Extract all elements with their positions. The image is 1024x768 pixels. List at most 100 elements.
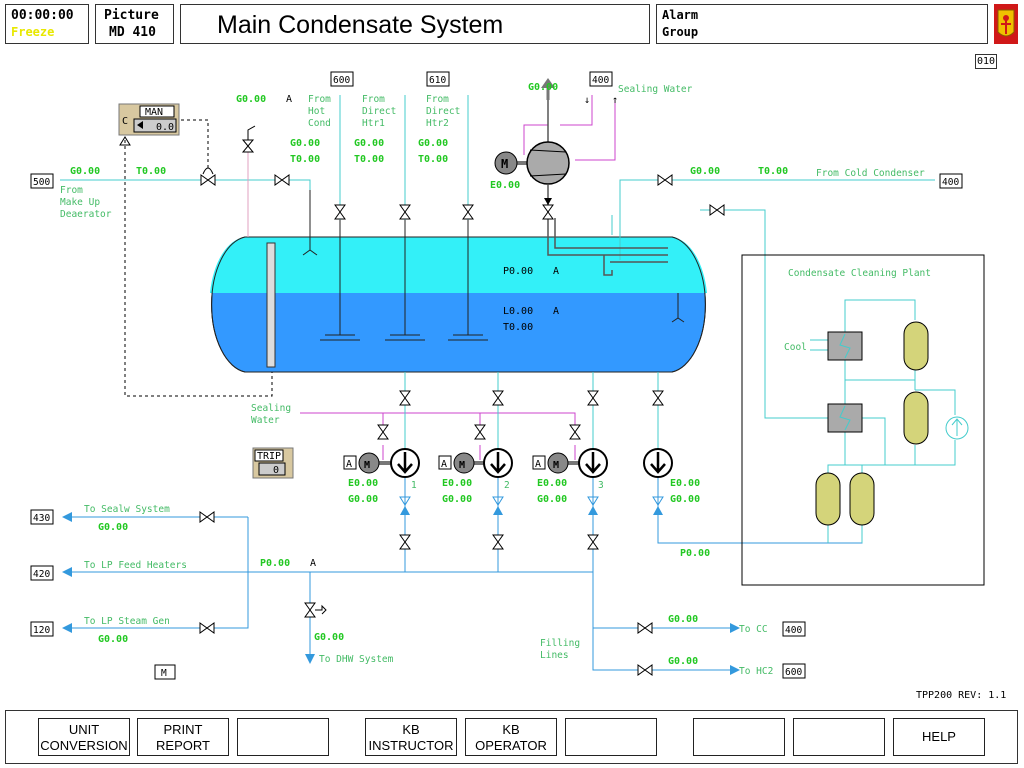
function-key-6[interactable] [565, 718, 657, 756]
value-t-makeup: T0.00 [136, 166, 166, 177]
value-p-tank: P0.00 [503, 266, 533, 277]
value-g-p2: G0.00 [442, 494, 472, 505]
ref-400-seal: 400 [592, 75, 609, 86]
deaerator-tank [210, 236, 707, 373]
value-l-tank-a: A [553, 306, 559, 317]
value-a-valve-top: A [286, 94, 292, 105]
label-htr1-2: Direct [362, 106, 396, 117]
label-htr2-3: Htr2 [426, 118, 449, 129]
condensate-pumps [343, 448, 673, 478]
trip-indicator[interactable]: TRIP 0 [252, 447, 294, 479]
help-button[interactable]: HELP [893, 718, 985, 756]
label-from-makeup-1: From [60, 185, 83, 196]
value-g-hot: G0.00 [290, 138, 320, 149]
label-hot-2: Hot [308, 106, 325, 117]
controller-mode: MAN [145, 107, 163, 118]
value-g-p4: G0.00 [670, 494, 700, 505]
freeze-status: Freeze [11, 25, 55, 39]
function-key-7[interactable] [693, 718, 785, 756]
value-t-htr1: T0.00 [354, 154, 384, 165]
controller-type: C [122, 116, 128, 127]
value-g-dhw: G0.00 [314, 632, 344, 643]
label-sealing-water-1: Sealing [251, 403, 291, 414]
value-p-return: P0.00 [680, 548, 710, 559]
value-g-hc2: G0.00 [668, 656, 698, 667]
label-from-makeup-2: Make Up [60, 197, 100, 208]
label-to-sealw: To Sealw System [84, 504, 170, 515]
ref-500: 500 [33, 177, 50, 188]
pump1-motor-label: M [364, 460, 370, 471]
value-g-steamgen: G0.00 [98, 634, 128, 645]
label-pump3: 3 [598, 480, 604, 491]
value-g-htr2: G0.00 [418, 138, 448, 149]
function-key-8[interactable] [793, 718, 885, 756]
pump1-auto: A [346, 459, 352, 470]
ref-600: 600 [333, 75, 350, 86]
kb-operator-button[interactable]: KB OPERATOR [465, 718, 557, 756]
value-g-cc: G0.00 [668, 614, 698, 625]
spray-headers [302, 185, 685, 341]
ref-420: 420 [33, 569, 50, 580]
ref-430: 430 [33, 513, 50, 524]
value-g-htr1: G0.00 [354, 138, 384, 149]
value-t-htr2: T0.00 [418, 154, 448, 165]
picture-id-box[interactable]: Picture MD 410 [95, 4, 174, 44]
label-hot-3: Cond [308, 118, 331, 129]
group-label: Group [662, 25, 699, 39]
label-htr1-3: Htr1 [362, 118, 385, 129]
clock-box: 00:00:00 Freeze [5, 4, 89, 44]
function-key-bar [5, 710, 1018, 764]
label-sealing-water-top: Sealing Water [618, 84, 693, 95]
m-button-label: M [161, 668, 167, 679]
label-cool: Cool [784, 342, 807, 353]
pump2-motor-label: M [459, 460, 465, 471]
value-t-hot: T0.00 [290, 154, 320, 165]
label-pump1: 1 [411, 480, 417, 491]
label-from-cold-condenser: From Cold Condenser [816, 168, 925, 179]
label-from-makeup-3: Deaerator [60, 209, 112, 220]
value-e-p4: E0.00 [670, 478, 700, 489]
process-diagram: M [30, 71, 1006, 700]
value-g-cold: G0.00 [690, 166, 720, 177]
label-to-lp-steam: To LP Steam Gen [84, 616, 170, 627]
ref-400-cc: 400 [785, 625, 802, 636]
ref-400-cold: 400 [942, 177, 959, 188]
print-report-button[interactable]: PRINT REPORT [137, 718, 229, 756]
value-g-p3: G0.00 [537, 494, 567, 505]
value-p-feed-a: A [310, 558, 316, 569]
page-ref-010[interactable]: 010 [975, 54, 997, 69]
revision-label: TPP200 REV: 1.1 [916, 690, 1006, 700]
ref-600-hc2: 600 [785, 667, 802, 678]
trip-value: 0 [273, 465, 279, 476]
value-e-comp: E0.00 [490, 180, 520, 191]
picture-id: MD 410 [109, 25, 156, 40]
value-t-tank: T0.00 [503, 322, 533, 333]
svg-text:M: M [501, 157, 508, 171]
label-htr2-2: Direct [426, 106, 460, 117]
trip-label: TRIP [257, 451, 281, 462]
unit-conversion-button[interactable]: UNIT CONVERSION [38, 718, 130, 756]
value-g-valve-top: G0.00 [236, 94, 266, 105]
kb-instructor-button[interactable]: KB INSTRUCTOR [365, 718, 457, 756]
valves [199, 174, 725, 676]
value-g-seal: G0.00 [528, 82, 558, 93]
label-to-hc2: To HC2 [739, 666, 773, 677]
label-to-lp-feed: To LP Feed Heaters [84, 560, 187, 571]
page-ref-boxes[interactable]: 500 600 610 400 400 430 420 120 400 600 … [30, 71, 963, 680]
ref-120: 120 [33, 625, 50, 636]
label-sealing-water-2: Water [251, 415, 280, 426]
label-htr2-1: From [426, 94, 449, 105]
function-key-3[interactable] [237, 718, 329, 756]
sealing-water-compressor: M [494, 141, 570, 185]
pump2-auto: A [441, 459, 447, 470]
clock-time: 00:00:00 [11, 8, 74, 23]
arrow-up-glyph: ↑ [612, 95, 618, 106]
company-logo [994, 4, 1018, 44]
level-controller[interactable]: MAN C 0.0 [118, 103, 180, 136]
value-e-p2: E0.00 [442, 478, 472, 489]
value-g-makeup: G0.00 [70, 166, 100, 177]
label-filling-1: Filling [540, 638, 580, 649]
label-hot-1: From [308, 94, 331, 105]
alarm-group-button[interactable]: Alarm Group [656, 4, 988, 44]
label-pump2: 2 [504, 480, 510, 491]
